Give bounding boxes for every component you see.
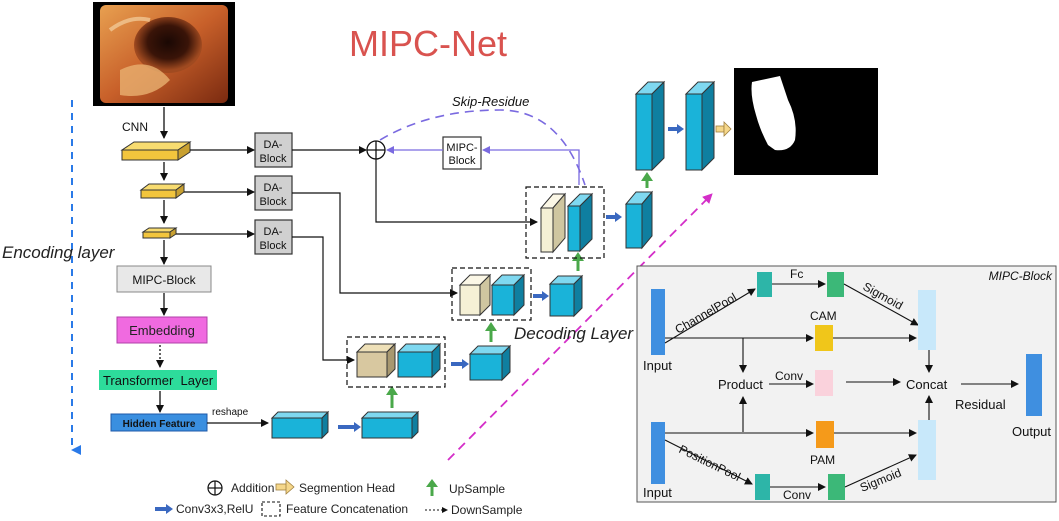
encoder-feature-1 <box>120 141 192 161</box>
inset-fc-green <box>827 272 844 297</box>
da-block-1: DA- Block <box>254 132 293 168</box>
cnn-label: CNN <box>122 120 148 134</box>
inset-conv-teal <box>755 474 770 500</box>
reshape-label: reshape <box>212 407 249 418</box>
mipc-block-encoder-label: MIPC-Block <box>132 273 196 287</box>
svg-text:Block: Block <box>449 155 476 167</box>
decoder3-beige-slab <box>539 192 567 254</box>
da-block-2: DA- Block <box>254 175 293 211</box>
inset-input-bottom-label: Input <box>643 485 672 500</box>
embedding-block <box>116 316 208 344</box>
inset-output-bar <box>1026 354 1042 416</box>
encoder-feature-2 <box>139 183 186 199</box>
concat-box-2 <box>451 267 532 321</box>
inset-cam-label: CAM <box>810 309 837 323</box>
mipc-block-inset: MIPC-Block Input Input ChannelPool Fc Si… <box>636 265 1057 503</box>
encoding-layer-label: Encoding layer <box>2 243 116 262</box>
segmentation-head-icon <box>275 479 295 495</box>
skip-residue-dashed-curve <box>379 109 586 186</box>
concat-box-icon <box>261 501 281 517</box>
svg-text:DA-: DA- <box>264 139 283 151</box>
inset-cam-block <box>815 325 833 351</box>
reshape-cube <box>270 410 330 440</box>
inset-product-label: Product <box>718 377 763 392</box>
decoder-base-cube <box>360 410 420 440</box>
inset-input-bottom-bar <box>651 422 665 484</box>
legend-downsample: DownSample <box>451 503 523 517</box>
inset-input-top-bar <box>651 289 665 355</box>
transformer-layer-block <box>99 370 217 390</box>
svg-text:DA-: DA- <box>264 182 283 194</box>
inset-title: MIPC-Block <box>989 269 1053 283</box>
concat-box-3 <box>525 186 605 259</box>
addition-node <box>366 140 386 160</box>
upsample-arrow-3 <box>572 252 584 271</box>
downsample-icon <box>425 507 448 513</box>
svg-text:MIPC-: MIPC- <box>446 142 478 154</box>
addition-icon <box>207 480 223 496</box>
skip-decoder-to-mipc <box>482 146 580 185</box>
inset-concat-label: Concat <box>906 377 948 392</box>
mipc-block-encoder <box>116 265 212 293</box>
inset-input-top-label: Input <box>643 358 672 373</box>
final-slab-2 <box>684 80 716 172</box>
segmentation-head-arrow <box>715 121 732 137</box>
concat-box-1 <box>346 336 446 388</box>
decoder2-beige-cube <box>458 273 492 317</box>
inset-concat-bottom-bar <box>918 420 936 480</box>
legend-concat: Feature Concatenation <box>286 502 408 516</box>
inset-pam-block <box>816 421 834 448</box>
inset-fc-label: Fc <box>790 267 803 281</box>
segmentation-mask-output <box>734 68 878 175</box>
input-endoscopy-image <box>93 2 235 106</box>
legend-addition: Addition <box>231 481 274 495</box>
connector-addition-to-decoder3 <box>375 159 538 226</box>
da-block-3: DA- Block <box>254 219 293 255</box>
decoder2-cyan-cube <box>490 273 526 317</box>
encoder-feature-3 <box>141 227 178 239</box>
svg-text:Block: Block <box>260 153 287 165</box>
conv-arrow-icon <box>155 504 173 514</box>
legend-upsample: UpSample <box>449 482 505 496</box>
embedding-block-label: Embedding <box>129 323 195 338</box>
decoding-direction-arrow <box>447 193 713 461</box>
legend: Addition Segmention Head UpSample Conv3x… <box>155 479 523 517</box>
svg-text:DA-: DA- <box>264 226 283 238</box>
decoder3-output-slab <box>624 190 654 250</box>
upsample-arrow-2 <box>485 322 497 342</box>
decoder3-cyan-slab <box>566 192 594 253</box>
inset-conv-green <box>828 474 845 500</box>
legend-conv: Conv3x3,RelU <box>176 502 253 516</box>
inset-conv-mid-label: Conv <box>775 369 803 383</box>
connector-da3-to-decoder1 <box>292 236 355 364</box>
upsample-icon <box>426 479 438 496</box>
svg-text:Block: Block <box>260 240 287 252</box>
inset-pam-label: PAM <box>810 453 835 467</box>
inset-output-label: Output <box>1012 424 1051 439</box>
mipc-block-skip: MIPC- Block <box>442 136 482 170</box>
inset-conv-pink <box>815 370 833 396</box>
upsample-arrow-1 <box>386 386 398 408</box>
decoding-layer-label: Decoding Layer <box>514 324 634 343</box>
upsample-arrow-4 <box>641 172 653 188</box>
decoder2-output-cube <box>548 274 584 318</box>
hidden-feature-label: Hidden Feature <box>123 419 196 430</box>
connector-da2-to-decoder2 <box>292 192 458 297</box>
inset-conv-bottom-label: Conv <box>783 488 811 502</box>
inset-residual-label: Residual <box>955 397 1006 412</box>
svg-text:Block: Block <box>260 196 287 208</box>
decoder1-cyan-cube <box>396 342 442 379</box>
final-slab-1 <box>634 80 666 172</box>
decoder1-tan-cube <box>355 342 397 379</box>
skip-residue-label: Skip-Residue <box>452 94 529 109</box>
legend-seg-head: Segmention Head <box>299 481 395 495</box>
decoder1-output-cube <box>468 344 512 382</box>
transformer-layer-label: Transformer Layer <box>103 373 214 388</box>
inset-fc-teal <box>757 272 772 297</box>
inset-concat-top-bar <box>918 290 936 350</box>
diagram-title: MIPC-Net <box>349 23 507 64</box>
